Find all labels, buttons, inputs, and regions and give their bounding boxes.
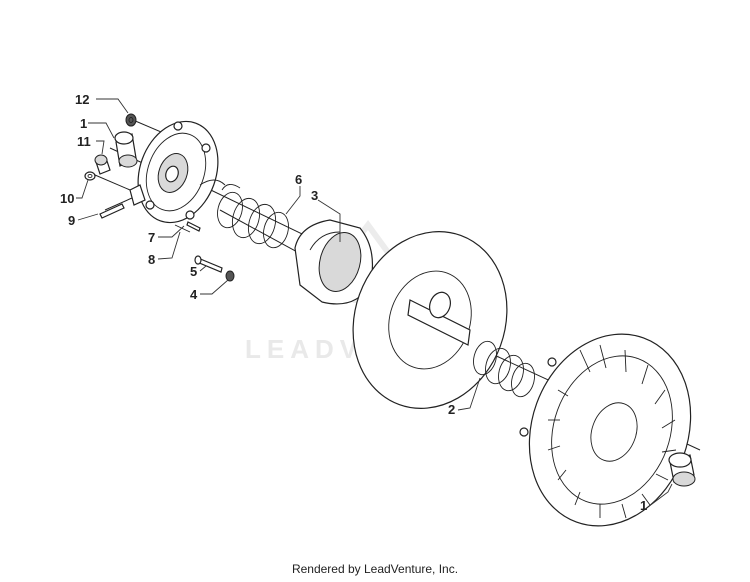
- fixed-sheave: [352, 231, 508, 409]
- callout-2: 2: [448, 402, 455, 417]
- part-2-spring: [473, 340, 535, 398]
- part-10-washer: [84, 171, 96, 181]
- callout-7: 7: [148, 230, 155, 245]
- callout-1-top: 1: [80, 116, 87, 131]
- part-3-cam: [294, 219, 373, 305]
- callout-11: 11: [77, 134, 91, 149]
- callout-labels: 12 1 11 10 9 7 8 6 3 5 4 2 1: [60, 92, 647, 513]
- cover-plate: [129, 120, 226, 224]
- callout-12: 12: [75, 92, 89, 107]
- part-7-pin: [186, 221, 201, 232]
- part-11-spacer: [94, 154, 111, 175]
- part-12-nut: [125, 113, 137, 127]
- part-4-nut: [225, 270, 235, 282]
- part-1-bushing-bottom: [668, 452, 696, 487]
- leader-lines: [76, 98, 673, 505]
- footer-credit: Rendered by LeadVenture, Inc.: [291, 562, 459, 576]
- part-1-bushing-top: [114, 131, 138, 168]
- callout-10: 10: [60, 191, 74, 206]
- callout-4: 4: [190, 287, 198, 302]
- callout-3: 3: [311, 188, 318, 203]
- callout-6: 6: [295, 172, 302, 187]
- moveable-sheave: [519, 333, 692, 527]
- callout-8: 8: [148, 252, 155, 267]
- cooling-fins: [547, 344, 677, 519]
- part-9-pin: [99, 203, 125, 219]
- part-6-spring: [217, 184, 289, 249]
- part-5-bolt: [194, 255, 223, 273]
- callout-1-bottom: 1: [640, 498, 647, 513]
- callout-5: 5: [190, 264, 197, 279]
- part-8-spring-pin: [174, 224, 191, 233]
- callout-9: 9: [68, 213, 75, 228]
